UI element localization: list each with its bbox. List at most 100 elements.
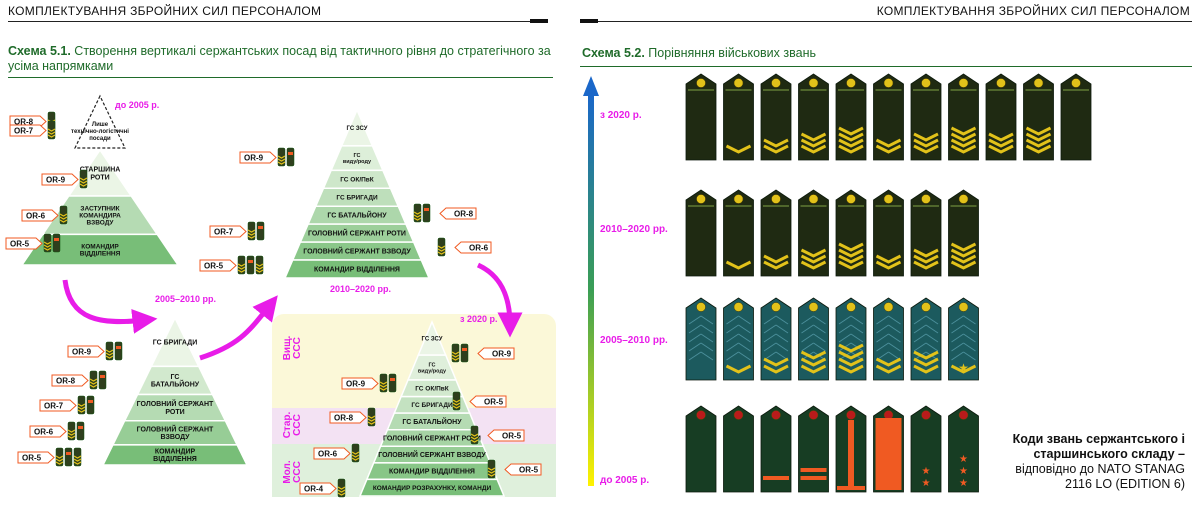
button-icon — [883, 194, 894, 204]
chevron-icon — [838, 364, 864, 374]
pyramid-level-label: ГОЛОВНИЙ СЕРЖАНТ ВЗВОДУ — [378, 450, 486, 459]
chevron-icon — [838, 254, 864, 264]
chevron-icon — [838, 248, 864, 258]
timeline-arrowhead — [583, 76, 599, 96]
shoulder-board-icon — [835, 297, 867, 381]
pyramid-pre2005: Лишетехнічно-логістичніпосадиСТАРШИНАРОТ… — [20, 94, 180, 266]
shoulder-board-icon — [798, 189, 829, 277]
texture-line — [738, 351, 751, 361]
chevron-icon — [838, 132, 864, 142]
button-icon — [958, 302, 969, 312]
board-body — [835, 297, 867, 381]
shoulder-strap-icon — [114, 341, 123, 361]
scheme2-rule — [580, 66, 1192, 67]
button-icon — [808, 194, 819, 204]
chevron-icon — [763, 138, 789, 148]
rank-code: OR-6 — [34, 428, 54, 437]
board-body — [910, 73, 942, 161]
button-icon — [808, 78, 819, 88]
board-body — [798, 189, 829, 277]
shoulder-board-icon — [798, 297, 829, 381]
texture-line — [925, 324, 939, 334]
texture-line — [813, 342, 826, 352]
stripe-icon — [837, 486, 865, 490]
shoulder-strap-icon — [43, 233, 52, 253]
chevron-icon — [875, 138, 902, 148]
chevron-icon — [913, 357, 939, 367]
chevron-icon — [43, 244, 52, 248]
chevron-icon — [838, 357, 864, 367]
chevron-icon — [255, 263, 264, 267]
code-callout — [313, 447, 351, 460]
shoulder-strap-icon — [413, 203, 422, 223]
texture-line — [838, 333, 852, 343]
pyramid-level-label: ГС БРИГАДИ — [411, 402, 453, 409]
star-icon: ★ — [958, 361, 969, 375]
pyramid-level-label: ГС — [353, 153, 360, 159]
texture-line — [738, 333, 751, 343]
group-label: ССС — [292, 414, 303, 436]
chevron-icon — [988, 144, 1014, 154]
pyramid-level-label: ГС ОК/ПвК — [415, 386, 449, 393]
texture-line — [963, 351, 976, 361]
chevron-icon — [452, 402, 461, 406]
pyramid-level — [101, 444, 249, 466]
chevron-icon — [73, 455, 82, 459]
chevron-icon — [55, 458, 64, 462]
pyramid-diagram: Лишетехнічно-логістичніпосадиСТАРШИНАРОТ… — [5, 94, 556, 498]
shoulder-strap-icon — [246, 255, 255, 275]
code-callout — [329, 411, 367, 424]
stripe-icon — [875, 418, 902, 490]
texture-line — [688, 315, 702, 325]
shoulder-strap-icon — [451, 343, 460, 363]
timeline-bar — [588, 94, 594, 486]
chevron-icon — [55, 455, 64, 459]
texture-line — [951, 324, 964, 334]
chevron-icon — [247, 232, 256, 236]
shoulder-board-icon — [873, 189, 904, 277]
chevron-icon — [413, 217, 422, 221]
chevron-icon — [838, 350, 864, 360]
chevron-icon — [800, 254, 827, 264]
chevron-icon — [379, 387, 388, 391]
shoulder-strap-icon — [367, 407, 376, 427]
pyramid-level-label: РОТИ — [90, 174, 109, 181]
texture-line — [951, 351, 964, 361]
chevron-icon — [437, 248, 446, 252]
pyramid-level-label: ГС ОК/ПвК — [340, 177, 374, 184]
pyramid-level-label: КОМАНДИР — [81, 243, 119, 250]
chevron-icon — [950, 260, 977, 270]
chevron-icon — [79, 183, 88, 187]
texture-line — [700, 351, 714, 361]
board-body — [798, 73, 829, 161]
shoulder-strap-icon — [76, 421, 85, 441]
chevron-icon — [1025, 126, 1052, 136]
pyramid-level-label: ГС БАТАЛЬЙОНУ — [402, 417, 462, 426]
chevron-icon — [77, 409, 86, 413]
chevron-icon — [763, 254, 789, 264]
chevron-icon — [838, 144, 864, 154]
board-body — [873, 297, 904, 381]
chevron-icon — [913, 254, 939, 264]
button-icon — [921, 410, 931, 420]
chevron-icon — [437, 245, 446, 249]
chevron-icon — [800, 144, 827, 154]
texture-line — [850, 333, 864, 343]
shoulder-strap-icon — [460, 343, 469, 363]
chevron-icon — [77, 406, 86, 410]
shoulder-strap-icon — [286, 147, 295, 167]
code-callout — [469, 395, 507, 408]
shoulder-board-icon — [685, 73, 717, 161]
codes-caption: Коди звань сержантського і старшинського… — [985, 432, 1185, 492]
rank-code: OR-9 — [492, 350, 512, 359]
era-label: до 2005 р. — [115, 100, 159, 110]
texture-line — [963, 342, 976, 352]
board-body — [948, 189, 979, 277]
code-callout — [5, 237, 43, 250]
code-callout — [439, 207, 477, 220]
chevron-icon — [838, 242, 864, 252]
button-icon — [958, 194, 969, 204]
